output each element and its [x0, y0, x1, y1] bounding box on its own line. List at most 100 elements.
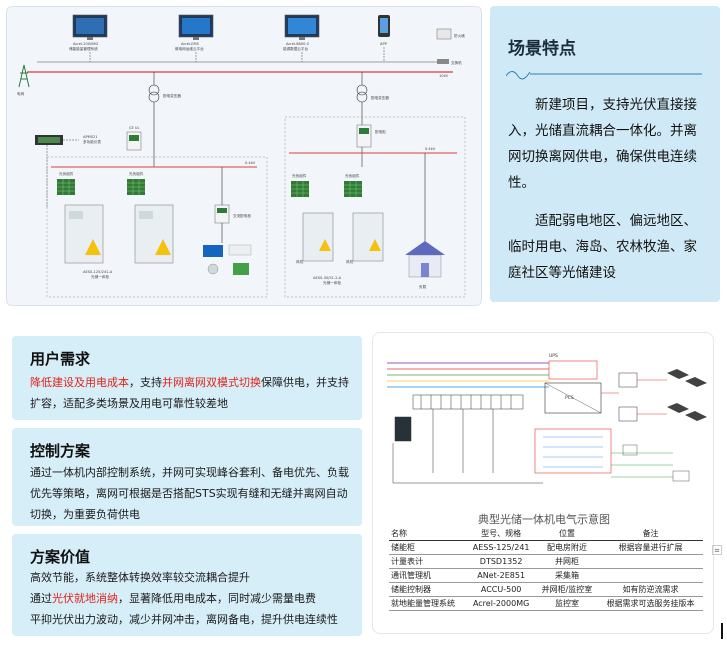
monitor-energy-label2: 能源数据云平台 [283, 46, 309, 51]
title-underline [506, 71, 702, 80]
side-tool-icon[interactable]: ⌗ [712, 545, 722, 555]
col-location: 位置 [535, 527, 599, 541]
pv-label-2: 光伏组件 [129, 171, 144, 176]
unit-right-model: AESS-30/51.2-A [313, 276, 342, 280]
phone-icon: APP [378, 15, 390, 46]
schematic-pv-icon [601, 369, 707, 482]
monitor-ems-label2: 储能能量管理系统 [69, 46, 98, 51]
user-needs-title: 用户需求 [30, 350, 91, 368]
pv-label-1: 光伏组件 [59, 171, 74, 176]
table-row: 储能柜 AESS-125/241 配电房附近 根据容量进行扩展 [389, 540, 703, 555]
cell: AESS-125/241 [466, 540, 536, 555]
storage-cabinet-right-icon: AESS-30/51.2-A 光储一体柜 风机 风机 [296, 212, 384, 285]
monitor-cloud: Acrel-EMS 微电网运维云平台 [175, 14, 214, 51]
value-line-2-post: ，显著降低用电成本，同时减少需量电费 [118, 592, 316, 605]
need-red-1: 降低建设及用电成本 [30, 376, 129, 389]
cell: 储能柜 [389, 540, 467, 555]
monitor-energy-label1: Acrel-6800.0 [286, 42, 310, 46]
unit-left-frame [46, 156, 268, 298]
controller-icon [35, 135, 79, 207]
cell: 如有防逆流需求 [598, 582, 703, 597]
transformer-right-label: 配电变压器 [371, 95, 389, 100]
equipment-table: 名称 型号、规格 位置 备注 储能柜 AESS-125/241 配电房附近 根据… [389, 527, 703, 611]
scene-features-panel: 场景特点 新建项目，支持光伏直接接入，光储直流耦合一体化。并离网切换离网供电，确… [490, 6, 720, 302]
control-plan-title: 控制方案 [30, 442, 91, 460]
bus-10kv-label: 10kV [439, 74, 449, 78]
cell: 并网柜 [535, 554, 599, 569]
monitor-cloud-label2: 微电网运维云平台 [175, 46, 204, 51]
cell: 监控室 [535, 596, 599, 611]
need-rest: 保障供电，并支持扩容，适配多类场景及用电可靠性较差地 [30, 376, 349, 410]
system-topology-diagram: Acrel-2000MG 储能能量管理系统 Acrel-EMS 微电网运维云平台… [6, 6, 482, 306]
value-line-2-red: 光伏就地消纳 [52, 592, 118, 605]
table-row: 通讯管理机 ANet-2E851 采集箱 [389, 568, 703, 583]
table-row: 就地能量管理系统 Acrel-2000MG 监控室 根据需求可选服务挂版本 [389, 596, 703, 611]
col-name: 名称 [389, 527, 467, 541]
ac-load-icon: 交流配电柜 [203, 167, 251, 275]
switch-label: 交换机 [451, 60, 462, 65]
grid-tower-icon: 电网 [17, 64, 30, 96]
text-cursor [721, 623, 723, 639]
electrical-schematic-panel: UPS PCS 典型光储一体机电气示意图 名称 型号、规格 位置 备注 [372, 332, 714, 634]
grid-label: 电网 [17, 91, 25, 96]
user-needs-card: 用户需求 降低建设及用电成本，支持并网离网双模式切换保障供电，并支持扩容，适配多… [12, 336, 362, 420]
house-icon: 负载 [405, 153, 445, 289]
value-line-2: 通过光伏就地消纳，显著降低用电成本，同时减少需量电费 [30, 588, 354, 609]
cell: 采集箱 [535, 568, 599, 583]
cell: 就地能量管理系统 [389, 596, 467, 611]
firewall-icon: 防火墙 [436, 28, 465, 40]
cell: 并网柜/监控室 [535, 582, 599, 597]
topology-svg: Acrel-2000MG 储能能量管理系统 Acrel-EMS 微电网运维云平台… [17, 14, 466, 298]
unit-left-model: AESS-125/241-A [83, 270, 113, 274]
value-line-1: 高效节能，系统整体转换效率较交流耦合提升 [30, 571, 250, 584]
monitor-energy: Acrel-6800.0 能源数据云平台 [283, 14, 320, 51]
app-label: APP [380, 42, 388, 46]
monitor-ems-label1: Acrel-2000MG [73, 42, 99, 46]
transformer-left-label: 配电变压器 [163, 93, 181, 98]
cell: DTSD1352 [466, 554, 536, 569]
cell: 储能控制器 [389, 582, 467, 597]
storage-cabinet-icon: AESS-125/241-A 光储一体柜 [64, 204, 174, 279]
table-row: 储能控制器 ACCU-500 并网柜/监控室 如有防逆流需求 [389, 582, 703, 597]
control-plan-body: 通过一体机内部控制系统，并网可实现峰谷套利、备电优先、负载优先等策略，离网可根据… [30, 466, 349, 521]
unit-right-type: 光储一体柜 [323, 280, 341, 285]
bus-04-right-label: 0.4kV [425, 147, 436, 151]
load-label: 交流配电柜 [233, 213, 251, 218]
pv-panel-icon: 光伏组件 光伏组件 光伏组件 光伏组件 [57, 171, 362, 197]
cell: 配电房附近 [535, 540, 599, 555]
cell: ACCU-500 [466, 582, 536, 597]
monitor-ems: Acrel-2000MG 储能能量管理系统 [69, 14, 108, 51]
unit-left-type: 光储一体柜 [91, 274, 109, 279]
transformer-left-icon: 配电变压器 [148, 72, 181, 167]
meter-left-sublabel: 多功能仪表 [83, 139, 101, 144]
wind-label-2: 风机 [346, 259, 354, 264]
meter-left-icon: CE UL [126, 126, 142, 151]
solution-value-card: 方案价值 高效节能，系统整体转换效率较交流耦合提升 通过光伏就地消纳，显著降低用… [12, 534, 362, 636]
col-model: 型号、规格 [466, 527, 536, 541]
ups-label: UPS [549, 353, 558, 359]
firewall-label: 防火墙 [454, 33, 465, 38]
value-line-3: 平抑光伏出力波动，减少并网冲击，离网备电，提升供电连续性 [30, 613, 338, 626]
electrical-schematic-svg: UPS PCS [387, 353, 707, 484]
wind-label-1: 风机 [296, 259, 304, 264]
cell [598, 554, 703, 569]
col-remark: 备注 [598, 527, 703, 541]
meter-left-label: APM521 [83, 135, 98, 139]
need-red-2: 并网离网双模式切换 [162, 376, 261, 389]
pv-label-4: 光伏组件 [345, 173, 360, 178]
control-plan-card: 控制方案 通过一体机内部控制系统，并网可实现峰谷套利、备电优先、负载优先等策略，… [12, 428, 362, 526]
solution-value-title: 方案价值 [30, 548, 91, 566]
value-line-2-pre: 通过 [30, 592, 52, 605]
table-header-row: 名称 型号、规格 位置 备注 [389, 527, 703, 541]
unit-right-frame [284, 116, 466, 298]
pv-label-3: 光伏组件 [292, 173, 307, 178]
user-needs-body: 降低建设及用电成本，支持并网离网双模式切换保障供电，并支持扩容，适配多类场景及用… [30, 372, 354, 414]
bus-04-left-label: 0.4kV [245, 161, 256, 165]
cell: 根据需求可选服务挂版本 [598, 596, 703, 611]
switch-icon [437, 59, 449, 64]
house-label: 负载 [419, 284, 427, 289]
cell: ANet-2E851 [466, 568, 536, 583]
monitor-cloud-label1: Acrel-EMS [181, 42, 200, 46]
cell: 通讯管理机 [389, 568, 467, 583]
solution-value-body: 高效节能，系统整体转换效率较交流耦合提升 通过光伏就地消纳，显著降低用电成本，同… [30, 567, 354, 630]
